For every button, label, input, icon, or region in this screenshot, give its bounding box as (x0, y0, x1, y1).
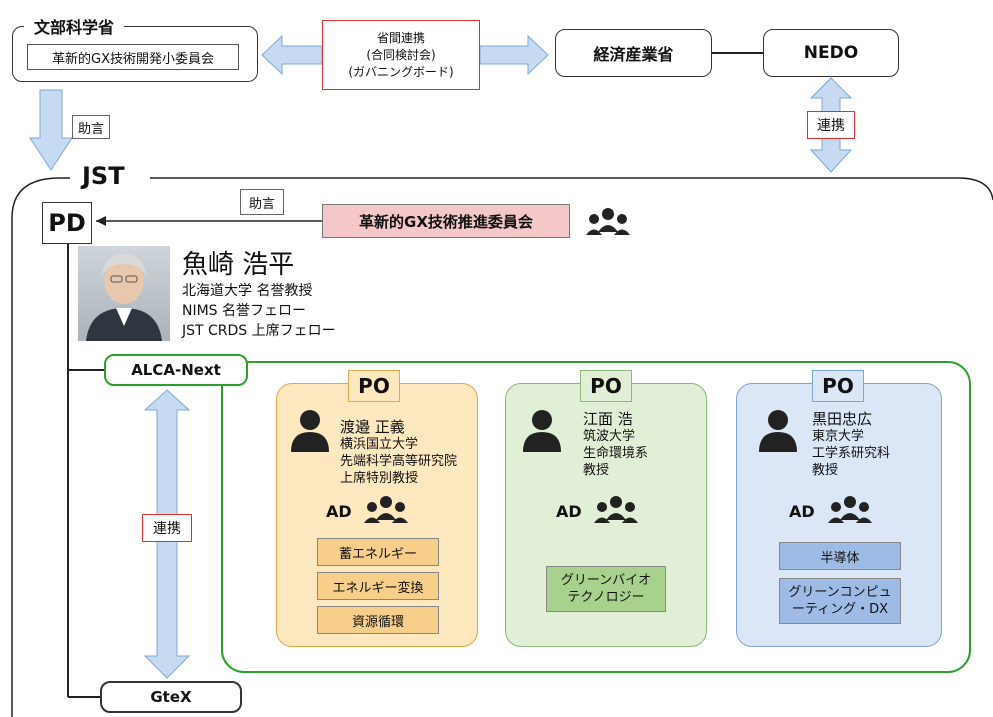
joint-line3: (ガバニングボード) (348, 65, 454, 79)
field-box: グリーンコンピュ ーティング・DX (779, 578, 901, 624)
mext-advice-label: 助言 (72, 115, 110, 139)
joint-review-box: 省間連携 (合同検討会) (ガバニングボード) (322, 20, 480, 90)
nedo-box: NEDO (763, 29, 899, 77)
po3-aff2: 工学系研究科 (812, 446, 891, 461)
field-box: エネルギー変換 (317, 572, 439, 600)
po1-aff1: 横浜国立大学 (340, 437, 419, 452)
group-icon (826, 494, 874, 526)
pd-aff1: 北海道大学 名誉教授 (182, 283, 313, 299)
joint-line2: (合同検討会) (366, 48, 436, 62)
ad-label-1: AD (326, 502, 352, 521)
pd-box: PD (42, 202, 92, 244)
double-arrow-right (479, 34, 549, 76)
pd-aff2: NIMS 名誉フェロー (182, 303, 307, 319)
po-tag-3: PO (812, 370, 864, 402)
meti-box: 経済産業省 (555, 29, 712, 77)
group-icon (362, 494, 410, 526)
group-icon (592, 494, 640, 526)
po1-name: 渡邉 正義 (340, 418, 405, 436)
pd-aff3: JST CRDS 上席フェロー (182, 323, 336, 339)
person-icon (757, 408, 799, 452)
po-tag-2: PO (580, 370, 632, 402)
person-icon (289, 408, 331, 452)
committee-advice-label: 助言 (240, 189, 284, 215)
pd-photo (78, 246, 170, 341)
jst-title: JST (74, 162, 133, 190)
alca-next-box: ALCA-Next (104, 354, 248, 386)
po2-name: 江面 浩 (583, 410, 633, 428)
field-box: 半導体 (779, 542, 901, 570)
ad-label-2: AD (556, 502, 582, 521)
ad-label-3: AD (789, 502, 815, 521)
committee-box: 革新的GX技術推進委員会 (322, 204, 570, 238)
advice-arrow-down (29, 89, 73, 171)
po3-aff1: 東京大学 (812, 429, 865, 444)
joint-line1: 省間連携 (376, 31, 425, 45)
mext-subcommittee: 革新的GX技術開発小委員会 (27, 44, 239, 70)
field-box: 蓄エネルギー (317, 538, 439, 566)
field-box: グリーンバイオ テクノロジー (546, 566, 666, 612)
gtex-box: GteX (100, 681, 242, 713)
double-arrow-left (261, 34, 323, 76)
po2-aff1: 筑波大学 (583, 429, 636, 444)
mext-title: 文部科学省 (24, 14, 125, 38)
po3-aff3: 教授 (812, 463, 839, 478)
po3-name: 黒田忠広 (812, 410, 873, 428)
po1-aff3: 上席特別教授 (340, 471, 419, 486)
po1-aff2: 先端科学高等研究院 (340, 454, 458, 469)
alca-gtex-renkei-label: 連携 (142, 514, 192, 542)
po2-aff2: 生命環境系 (583, 446, 649, 461)
field-box: 資源循環 (317, 606, 439, 634)
nedo-renkei-label: 連携 (807, 111, 855, 139)
po2-aff3: 教授 (583, 463, 610, 478)
pd-name: 魚崎 浩平 (182, 250, 295, 280)
group-icon (584, 206, 632, 238)
po-tag-1: PO (348, 370, 400, 402)
person-icon (521, 408, 563, 452)
